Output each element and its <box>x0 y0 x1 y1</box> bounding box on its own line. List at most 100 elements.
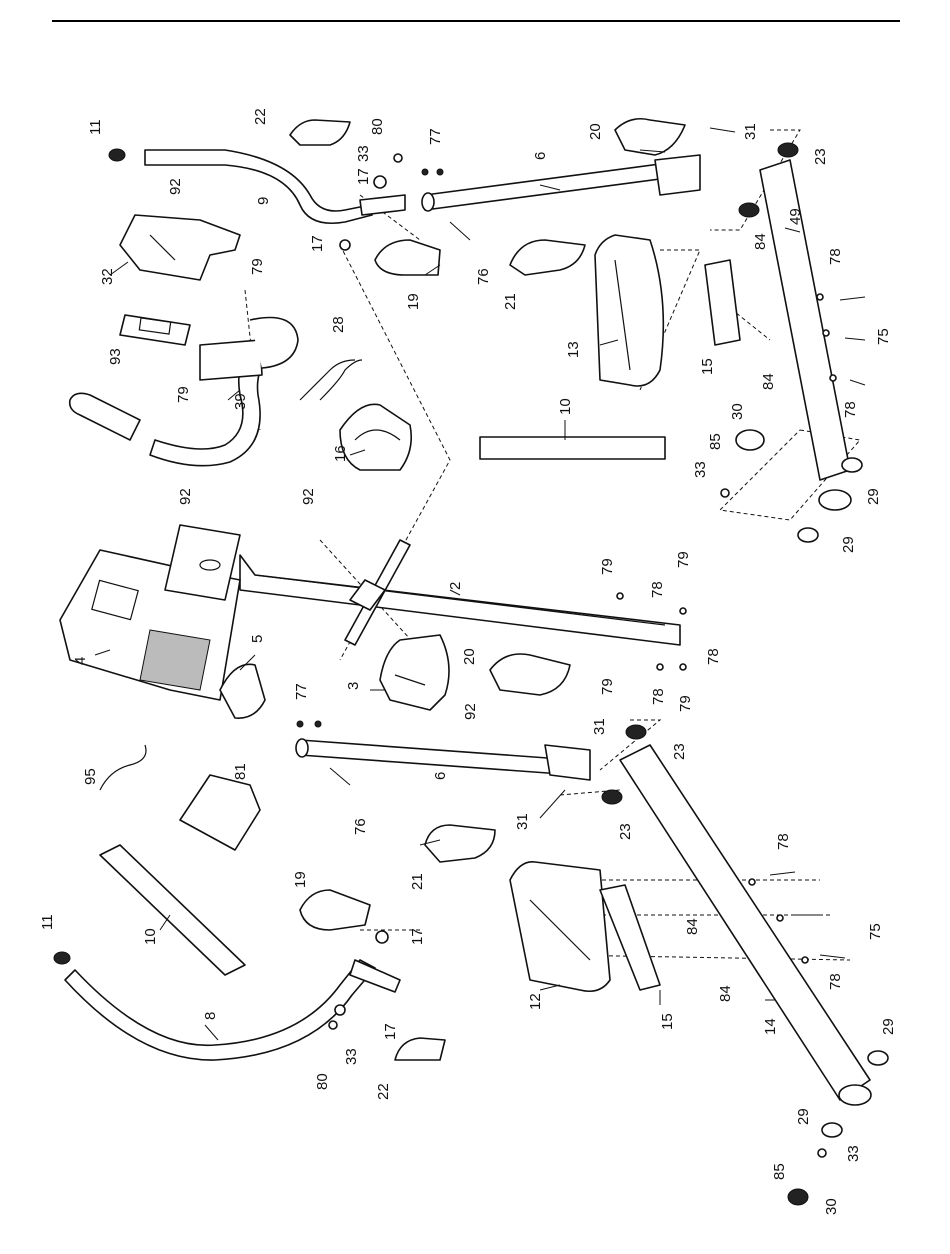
callout-33: 33 <box>355 145 372 162</box>
cover-20-top <box>615 119 685 155</box>
pedal-13 <box>595 235 663 386</box>
callout-3: 3 <box>345 682 362 690</box>
callout-85: 85 <box>707 433 724 450</box>
callout-93: 93 <box>107 348 124 365</box>
callout-33: 33 <box>845 1145 862 1162</box>
callout-84: 84 <box>684 918 701 935</box>
callout-84: 84 <box>717 985 734 1002</box>
callout-79: 79 <box>599 678 616 695</box>
bracket-15-top <box>705 260 740 345</box>
callout-85: 85 <box>771 1163 788 1180</box>
callout-76: 76 <box>475 268 492 285</box>
callout-19: 19 <box>292 871 309 888</box>
callout-15: 15 <box>659 1013 676 1030</box>
callout-23: 23 <box>671 743 688 760</box>
callout-20: 20 <box>587 123 604 140</box>
callout-10: 10 <box>142 928 159 945</box>
tube-10-top <box>480 437 665 459</box>
callout-5: 5 <box>249 635 266 643</box>
grip-93 <box>70 315 190 440</box>
callout-23: 23 <box>617 823 634 840</box>
cover-20-middle <box>490 654 570 695</box>
callout-79: 79 <box>599 558 616 575</box>
callout-30: 30 <box>823 1198 840 1215</box>
cover-19-bottom <box>300 890 370 930</box>
callout-6: 6 <box>432 772 449 780</box>
callout-19: 19 <box>405 293 422 310</box>
callout-29: 29 <box>840 536 857 553</box>
callout-28: 28 <box>330 316 347 333</box>
callout-17: 17 <box>309 235 326 252</box>
callout-78: 78 <box>649 581 666 598</box>
callout-39: 39 <box>232 393 249 410</box>
callout-23: 23 <box>812 148 829 165</box>
cover-22-top <box>290 120 350 145</box>
callout-11: 11 <box>39 914 56 930</box>
cover-21-bottom <box>425 825 495 862</box>
callout-78: 78 <box>827 973 844 990</box>
tube-10-bottom <box>100 845 245 975</box>
callout-13: 13 <box>565 341 582 358</box>
callout-20: 20 <box>461 648 478 665</box>
rear-stabilizer-49 <box>760 160 851 510</box>
callout-29: 29 <box>865 488 882 505</box>
callout-21: 21 <box>409 873 426 890</box>
pedal-12 <box>510 862 610 991</box>
shroud-32 <box>120 215 240 280</box>
callout-78: 78 <box>827 248 844 265</box>
callout-22: 22 <box>375 1083 392 1100</box>
callout-22: 22 <box>252 108 269 125</box>
callout-79: 79 <box>675 551 692 568</box>
callout-78: 78 <box>842 401 859 418</box>
callout-32: 32 <box>99 268 116 285</box>
callout-79: 79 <box>249 258 266 275</box>
callout-21: 21 <box>502 293 519 310</box>
callout-80: 80 <box>369 118 386 135</box>
callout-4: 4 <box>72 657 89 665</box>
shroud-81 <box>180 775 260 850</box>
callout-31: 31 <box>742 123 759 140</box>
callout-11: 11 <box>87 119 104 135</box>
callout-31: 31 <box>514 813 531 830</box>
callout-8: 8 <box>202 1012 219 1020</box>
callout-95: 95 <box>82 768 99 785</box>
callout-17: 17 <box>355 168 372 185</box>
arm-8 <box>65 960 400 1060</box>
callout-16: 16 <box>332 445 349 462</box>
callout-49: 49 <box>787 208 804 225</box>
upright-6-top <box>422 155 700 211</box>
cover-21-top <box>510 240 585 275</box>
callout-12: 12 <box>527 993 544 1010</box>
cover-22-bottom <box>395 1038 445 1060</box>
callout-79: 79 <box>677 695 694 712</box>
callout-80: 80 <box>314 1073 331 1090</box>
wires-28 <box>300 360 362 400</box>
cable-95 <box>100 745 146 790</box>
callout-84: 84 <box>752 233 769 250</box>
cover-16 <box>340 404 411 470</box>
callout-33: 33 <box>692 461 709 478</box>
callout-15: 15 <box>699 358 716 375</box>
callout-76: 76 <box>352 818 369 835</box>
callout-75: 75 <box>867 923 884 940</box>
callout-81: 81 <box>232 763 249 780</box>
callout-92: 92 <box>462 703 479 720</box>
callout-79: 79 <box>175 386 192 403</box>
callout-33: 33 <box>343 1048 360 1065</box>
front-stabilizer-14 <box>620 745 871 1105</box>
cover-19-top <box>375 240 440 275</box>
callout-92: 92 <box>177 488 194 505</box>
callout-9: 9 <box>255 197 272 205</box>
callout-29: 29 <box>795 1108 812 1125</box>
callout-78: 78 <box>775 833 792 850</box>
callout-14: 14 <box>762 1018 779 1035</box>
callout-30: 30 <box>729 403 746 420</box>
callout-17: 17 <box>382 1023 399 1040</box>
callout-29: 29 <box>880 1018 897 1035</box>
callout-2: 2 <box>447 582 464 590</box>
callout-6: 6 <box>532 152 549 160</box>
callout-92: 92 <box>300 488 317 505</box>
callout-92: 92 <box>167 178 184 195</box>
